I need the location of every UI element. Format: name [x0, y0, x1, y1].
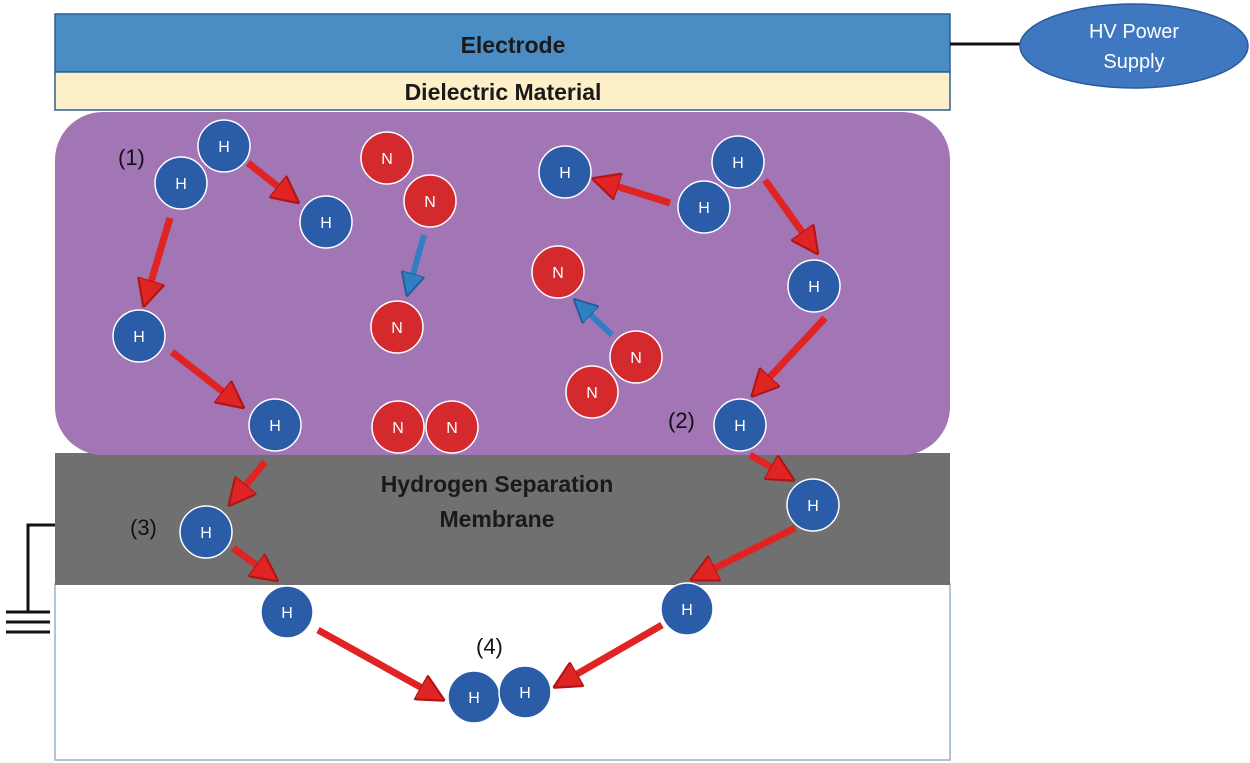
atom-symbol: H [281, 605, 293, 622]
atom-symbol: N [424, 194, 436, 211]
red-arrow [558, 621, 664, 685]
atoms-layer: H H H H H H H H H H H H H H H H N N N N N N N N [112, 119, 841, 724]
atom-symbol: H [559, 165, 571, 182]
atom-symbol: H [519, 685, 531, 702]
blue-arrow [408, 234, 427, 292]
hydrogen-atom: H [179, 505, 233, 559]
hydrogen-atom: H [498, 665, 552, 719]
dielectric-layer [54, 71, 951, 111]
reaction-arrows [145, 160, 828, 698]
nitrogen-atom: N [371, 400, 425, 454]
dielectric-label: Dielectric Material [405, 79, 602, 105]
atom-symbol: N [381, 151, 393, 168]
atom-symbol: H [269, 418, 281, 435]
step-label-3: (3) [130, 515, 157, 540]
nitrogen-atom: N [370, 300, 424, 354]
nitrogen-atom: N [531, 245, 585, 299]
electrode-label: Electrode [461, 32, 566, 58]
hydrogen-atom: H [786, 478, 840, 532]
power-supply-label-line2: Supply [1103, 51, 1164, 73]
nitrogen-atom: N [425, 400, 479, 454]
step-label-1: (1) [118, 145, 145, 170]
red-arrow [245, 160, 295, 200]
hydrogen-atom: H [112, 309, 166, 363]
red-arrow [316, 626, 440, 698]
nitrogen-atom: N [360, 131, 414, 185]
ground-icon [6, 610, 50, 634]
atom-symbol: H [175, 176, 187, 193]
ground-wire [26, 523, 55, 612]
hydrogen-atom: H [447, 670, 501, 724]
hydrogen-atom: H [538, 145, 592, 199]
atom-symbol: H [698, 200, 710, 217]
step-label-4: (4) [476, 634, 503, 659]
red-arrow [597, 180, 672, 207]
hydrogen-atom: H [299, 195, 353, 249]
hydrogen-atom: H [713, 398, 767, 452]
product-chamber [54, 583, 951, 761]
red-arrow [169, 349, 240, 405]
blue-arrow [577, 302, 615, 338]
hydrogen-atom: H [154, 156, 208, 210]
hydrogen-atom: H [711, 135, 765, 189]
hydrogen-atom: H [248, 398, 302, 452]
hv-power-supply [1019, 3, 1249, 89]
atom-symbol: N [630, 350, 642, 367]
membrane-label-line1: Hydrogen Separation [381, 471, 614, 497]
red-arrow [755, 315, 828, 393]
red-arrow [230, 545, 274, 578]
power-supply-label-line1: HV Power [1089, 21, 1179, 43]
atom-symbol: N [446, 420, 458, 437]
atom-symbol: N [586, 385, 598, 402]
hydrogen-atom: H [677, 180, 731, 234]
atom-symbol: H [681, 602, 693, 619]
membrane-label-line2: Membrane [439, 506, 554, 532]
red-arrow [145, 217, 174, 302]
atom-symbol: N [552, 265, 564, 282]
atom-symbol: H [734, 418, 746, 435]
atom-symbol: H [732, 155, 744, 172]
hydrogen-atom: H [197, 119, 251, 173]
atom-symbol: H [200, 525, 212, 542]
red-arrow [232, 459, 268, 502]
atom-symbol: H [808, 279, 820, 296]
atom-symbol: H [218, 139, 230, 156]
atom-symbol: H [807, 498, 819, 515]
hydrogen-atom: H [660, 582, 714, 636]
atom-symbol: H [320, 215, 332, 232]
electrode-layer [54, 13, 951, 73]
nitrogen-atom: N [565, 365, 619, 419]
step-label-2: (2) [668, 408, 695, 433]
red-arrow [762, 177, 815, 250]
atom-symbol: N [391, 320, 403, 337]
red-arrow [695, 524, 797, 578]
nitrogen-atom: N [609, 330, 663, 384]
atom-symbol: H [133, 329, 145, 346]
atom-symbol: N [392, 420, 404, 437]
atom-symbol: H [468, 690, 480, 707]
hydrogen-atom: H [787, 259, 841, 313]
nitrogen-atom: N [403, 174, 457, 228]
hydrogen-atom: H [260, 585, 314, 639]
red-arrow [748, 451, 790, 478]
